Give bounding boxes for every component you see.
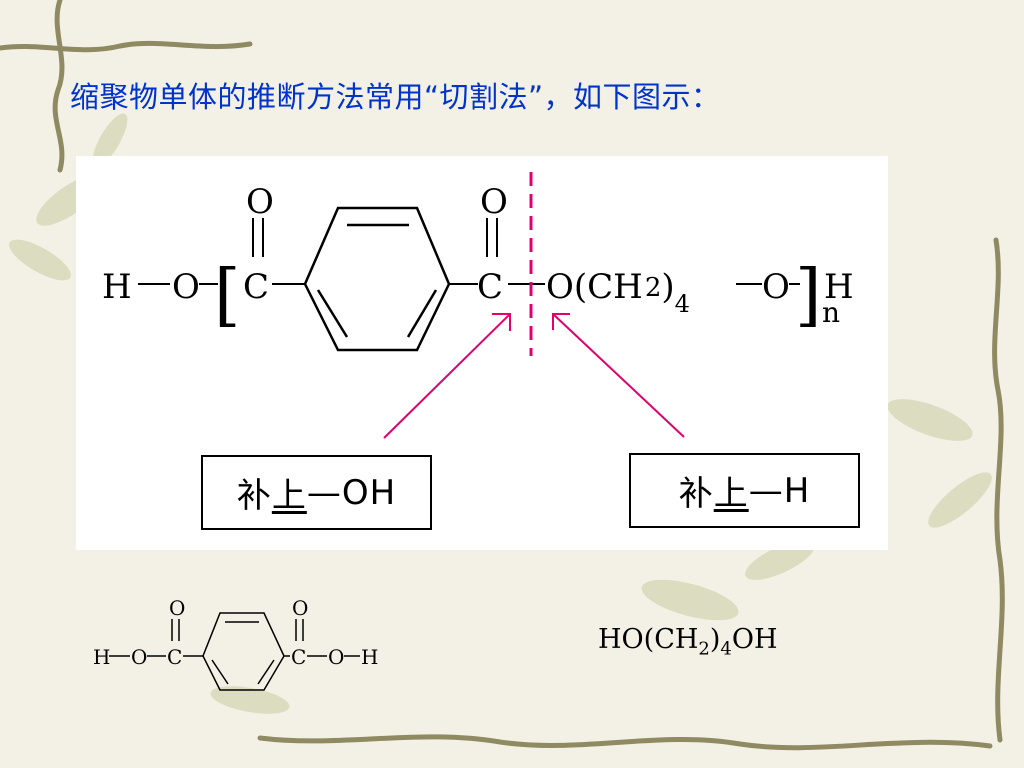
- diol-sub-2: 2: [698, 638, 710, 660]
- monomer-diol-formula: HO(CH2)4OH: [598, 624, 778, 659]
- acid-o-right: O: [328, 645, 344, 669]
- arrow-left: [383, 313, 511, 439]
- carbonyl-o-left: O: [246, 182, 274, 222]
- carbonyl-c-right: C: [477, 267, 503, 307]
- monomer-acid-structure: H O C O C O O H: [93, 596, 378, 691]
- carbonyl-c-left: C: [243, 267, 269, 307]
- page-title: 缩聚物单体的推断方法常用“切割法”，如下图示：: [70, 80, 721, 114]
- label-add-oh: 补上—OH: [201, 455, 432, 530]
- repeat-subscript-n: n: [822, 296, 840, 329]
- diol-suffix: OH: [731, 624, 778, 655]
- polymer-structure: H O [ O C O C O(CH2)4 O ] H n: [102, 182, 854, 352]
- carbonyl-o-right: O: [480, 182, 508, 222]
- bracket-open: [: [214, 256, 241, 335]
- diol-paren: ): [709, 624, 721, 655]
- label-add-oh-mid: 上: [271, 476, 307, 516]
- label-add-h-prefix: 补: [678, 474, 714, 514]
- acid-co-left: O: [169, 596, 185, 620]
- acid-c-left: C: [167, 645, 182, 669]
- ester-group: O(CH2)4: [546, 267, 690, 318]
- polymer-o-left: O: [172, 267, 200, 307]
- polymer-h-left: H: [102, 267, 132, 307]
- acid-benzene-ring: [202, 612, 285, 691]
- acid-co-right: O: [292, 596, 308, 620]
- label-add-h-mid: 上: [713, 474, 749, 514]
- diol-prefix: HO(CH: [598, 624, 699, 655]
- label-add-oh-suffix: —OH: [306, 472, 397, 513]
- acid-h-right: H: [361, 645, 378, 669]
- arrow-right: [552, 313, 685, 438]
- acid-o-left: O: [131, 645, 147, 669]
- polymer-h-right: H: [824, 267, 854, 307]
- polymer-o-right: O: [762, 267, 790, 307]
- label-add-h-suffix: —H: [748, 470, 811, 511]
- label-add-oh-prefix: 补: [236, 476, 272, 516]
- acid-c-right: C: [291, 645, 306, 669]
- vine-border: [0, 0, 1005, 751]
- diol-sub-4: 4: [720, 638, 732, 660]
- label-add-h: 补上—H: [629, 453, 860, 528]
- leaf-decoration: [9, 113, 992, 714]
- benzene-ring: [303, 206, 451, 352]
- bracket-close: ]: [795, 256, 822, 335]
- acid-h-left: H: [93, 645, 110, 669]
